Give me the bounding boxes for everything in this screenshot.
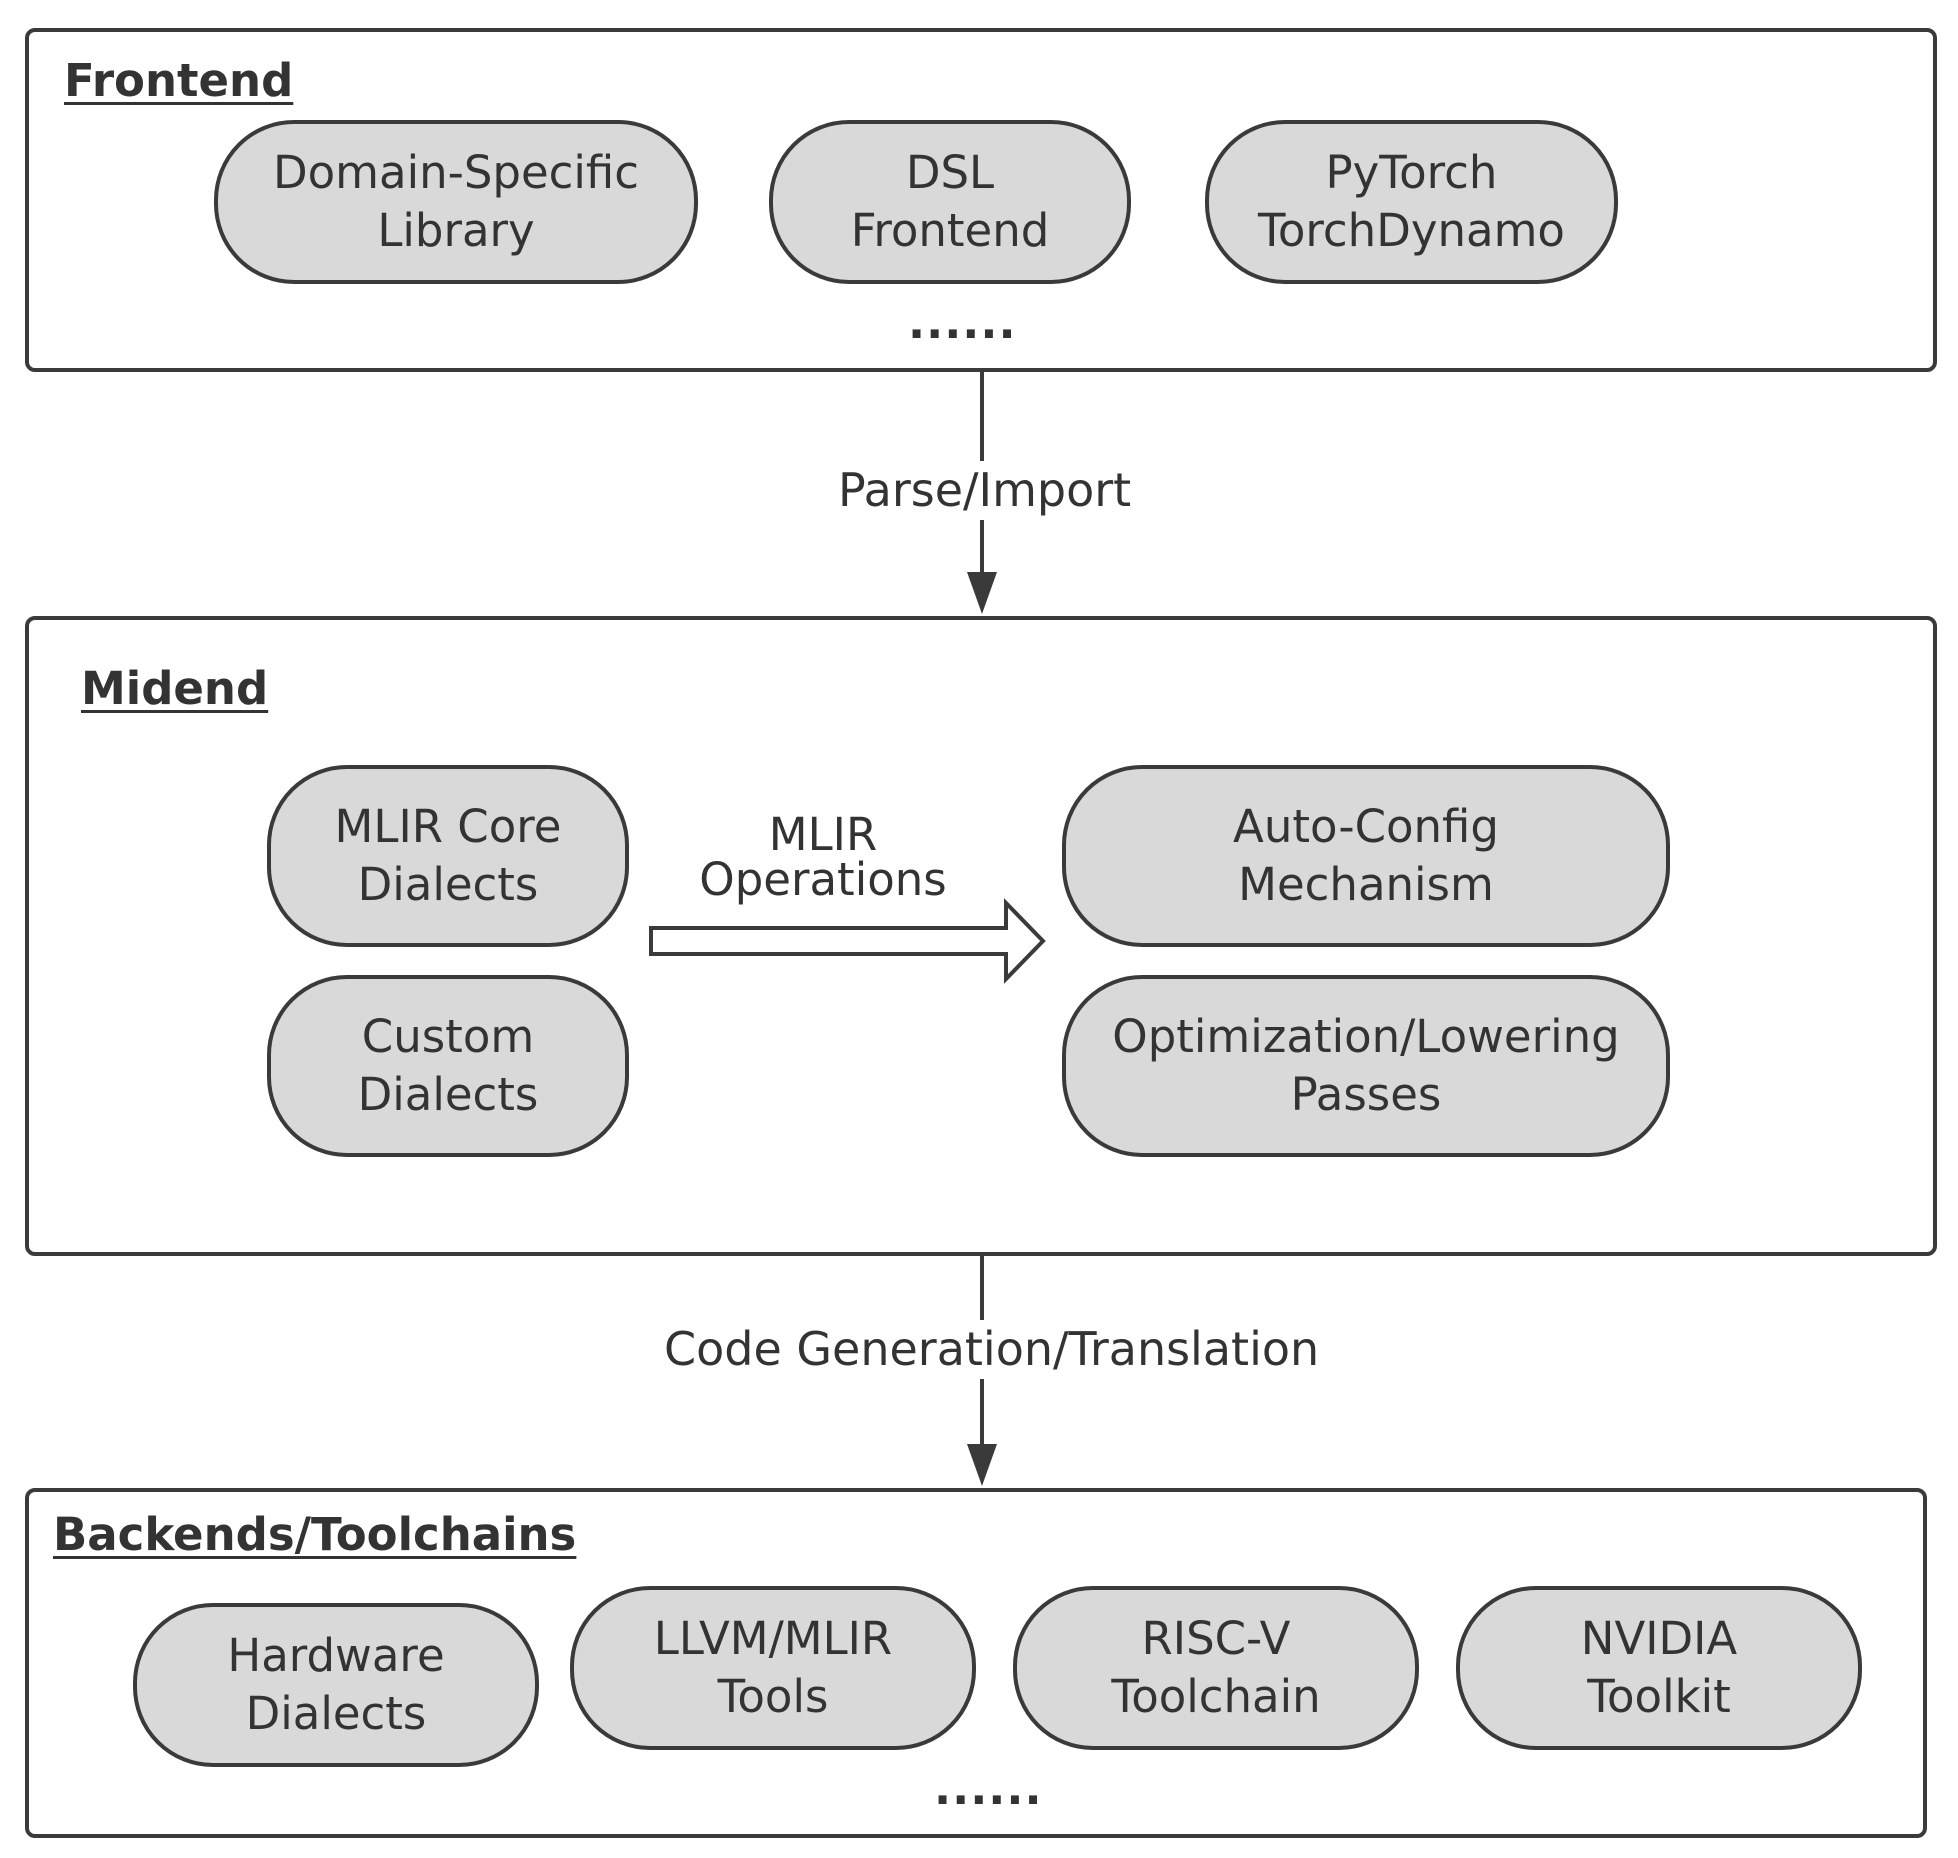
item-label-line1: Custom: [361, 1009, 535, 1063]
parse-import-label: Parse/Import: [832, 461, 1138, 521]
frontend-item-dsl-frontend: DSL Frontend: [769, 120, 1131, 284]
item-label-line2: Passes: [1290, 1068, 1442, 1121]
midend-item-optimization-lowering-passes: Optimization/Lowering Passes: [1062, 975, 1670, 1157]
item-label-line1: MLIR Core: [334, 799, 562, 853]
item-label-line1: Optimization/Lowering: [1112, 1009, 1620, 1063]
connector-arrowhead-top: [967, 572, 997, 614]
item-label-line2: Frontend: [850, 204, 1050, 257]
connector-arrowhead-bottom: [967, 1444, 997, 1486]
item-label-line2: Tools: [717, 1670, 829, 1723]
item-label-line2: Mechanism: [1238, 858, 1494, 911]
backends-item-hardware-dialects: Hardware Dialects: [133, 1603, 539, 1767]
item-label-line2: Dialects: [357, 858, 539, 911]
item-label-line1: PyTorch: [1325, 145, 1498, 199]
backends-title: Backends/Toolchains: [53, 1508, 577, 1561]
item-label-line1: Hardware: [227, 1628, 445, 1682]
midend-item-custom-dialects: Custom Dialects: [267, 975, 629, 1157]
item-label-line2: Dialects: [245, 1687, 427, 1740]
mlir-operations-label: MLIR Operations: [690, 812, 956, 902]
backends-item-risc-v-toolchain: RISC-V Toolchain: [1013, 1586, 1419, 1750]
backends-ellipsis: ......: [934, 1762, 1043, 1815]
item-label-line2: Toolkit: [1587, 1670, 1731, 1723]
frontend-title: Frontend: [64, 54, 294, 107]
backends-item-nvidia-toolkit: NVIDIA Toolkit: [1456, 1586, 1862, 1750]
item-label-line2: Library: [377, 204, 535, 257]
item-label-line2: TorchDynamo: [1258, 204, 1565, 257]
item-label-line1: RISC-V: [1141, 1611, 1291, 1665]
item-label-line1: LLVM/MLIR: [653, 1611, 893, 1665]
backends-item-llvm-mlir-tools: LLVM/MLIR Tools: [570, 1586, 976, 1750]
midend-item-mlir-core-dialects: MLIR Core Dialects: [267, 765, 629, 947]
midend-item-auto-config-mechanism: Auto-Config Mechanism: [1062, 765, 1670, 947]
item-label-line2: Toolchain: [1111, 1670, 1321, 1723]
frontend-item-pytorch-torchdynamo: PyTorch TorchDynamo: [1205, 120, 1618, 284]
arrow-label-line2: Operations: [699, 853, 947, 906]
item-label-line1: Auto-Config: [1233, 799, 1499, 853]
frontend-item-domain-specific-library: Domain-Specific Library: [214, 120, 698, 284]
frontend-ellipsis: ......: [908, 296, 1017, 349]
item-label-line1: DSL: [905, 145, 995, 199]
code-generation-translation-label: Code Generation/Translation: [658, 1320, 1326, 1380]
item-label-line1: NVIDIA: [1580, 1611, 1738, 1665]
midend-title: Midend: [81, 662, 269, 715]
item-label-line1: Domain-Specific: [273, 145, 639, 199]
item-label-line2: Dialects: [357, 1068, 539, 1121]
arrow-label-line1: MLIR: [768, 808, 878, 861]
